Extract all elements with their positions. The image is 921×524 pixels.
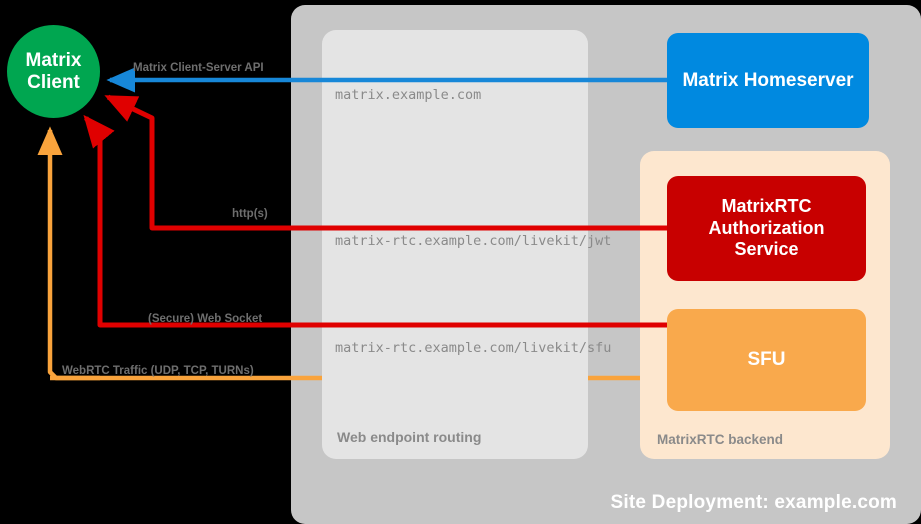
node-auth-line3: Service	[734, 239, 799, 260]
node-sfu: SFU	[667, 309, 866, 411]
site-deployment-label: Site Deployment: example.com	[610, 492, 897, 513]
node-matrixrtc-authorization-service: MatrixRTC Authorization Service	[667, 176, 866, 281]
node-matrix-homeserver-label: Matrix Homeserver	[682, 69, 854, 91]
node-matrix-client-line1: Matrix	[25, 50, 82, 72]
routing-url-livekit-jwt: matrix-rtc.example.com/livekit/jwt	[335, 233, 612, 249]
node-auth-line1: MatrixRTC	[721, 195, 812, 216]
web-endpoint-routing-label: Web endpoint routing	[337, 429, 482, 445]
edge-label-secure-web-socket: (Secure) Web Socket	[148, 313, 263, 325]
node-auth-line2: Authorization	[708, 217, 825, 238]
node-matrix-client-line2: Client	[27, 71, 80, 93]
routing-url-livekit-sfu: matrix-rtc.example.com/livekit/sfu	[335, 340, 612, 356]
node-matrix-client: Matrix Client	[7, 25, 100, 118]
edge-label-matrix-client-server-api: Matrix Client-Server API	[133, 62, 264, 74]
node-matrix-homeserver: Matrix Homeserver	[667, 33, 869, 128]
node-sfu-label: SFU	[747, 349, 786, 371]
edge-webrtc-traffic	[37, 126, 100, 381]
edge-label-webrtc-traffic: WebRTC Traffic (UDP, TCP, TURNs)	[62, 365, 254, 377]
routing-url-matrix: matrix.example.com	[335, 87, 482, 103]
matrixrtc-backend-label: MatrixRTC backend	[657, 432, 784, 447]
web-endpoint-routing-panel: matrix.example.com matrix-rtc.example.co…	[322, 30, 611, 459]
edge-label-https: http(s)	[232, 208, 268, 220]
